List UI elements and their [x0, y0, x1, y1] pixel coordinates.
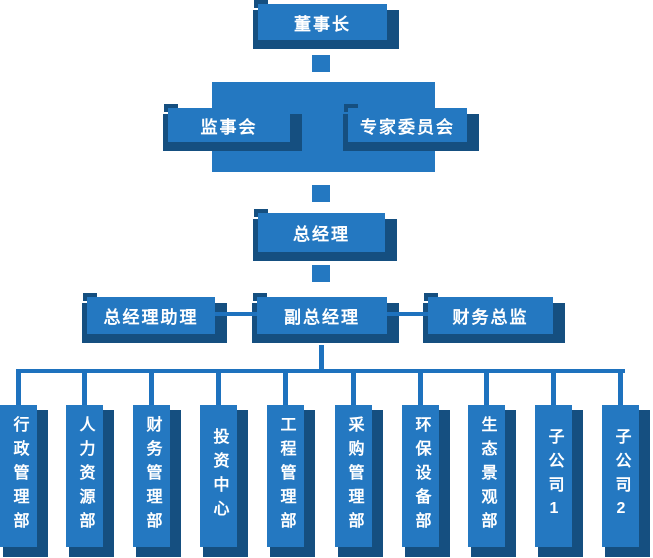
connector-drop-8	[484, 373, 489, 405]
dept-engineering-management-face: 工程管理部	[267, 405, 304, 547]
connector-drop-9	[551, 373, 556, 405]
dept-engineering-management: 工程管理部	[267, 405, 315, 557]
dept-subsidiary-1-label: 子公司1	[545, 427, 563, 525]
connector-rail	[16, 369, 625, 373]
node-general-manager-corner	[254, 209, 268, 217]
node-deputy-gm-corner	[253, 293, 267, 301]
connector-drop-1	[16, 373, 21, 405]
node-chairman: 董事长	[253, 0, 399, 49]
dept-ecological-landscape-face: 生态景观部	[468, 405, 505, 547]
dept-ecological-landscape-label: 生态景观部	[478, 416, 496, 536]
node-chairman-corner	[254, 0, 268, 8]
dept-human-resources-label: 人力资源部	[76, 416, 94, 536]
dept-ecological-landscape: 生态景观部	[468, 405, 516, 557]
node-expert-committee: 专家委员会	[343, 104, 479, 151]
connector-deputy-drop	[319, 345, 324, 373]
connector-square-3	[312, 265, 330, 282]
dept-environmental-equipment-label: 环保设备部	[412, 416, 430, 536]
dept-human-resources: 人力资源部	[66, 405, 114, 557]
connector-deputy-cfo	[387, 312, 428, 316]
dept-engineering-management-label: 工程管理部	[277, 416, 295, 536]
node-gm-assistant-corner	[83, 293, 97, 301]
dept-procurement-management-label: 采购管理部	[345, 416, 363, 536]
node-cfo-label: 财务总监	[428, 297, 553, 334]
connector-drop-6	[351, 373, 356, 405]
connector-drop-10	[618, 373, 623, 405]
node-cfo-corner	[424, 293, 438, 301]
dept-finance-management-face: 财务管理部	[133, 405, 170, 547]
node-deputy-gm: 副总经理	[252, 293, 399, 343]
node-general-manager: 总经理	[253, 209, 397, 261]
dept-procurement-management-face: 采购管理部	[335, 405, 372, 547]
dept-subsidiary-2-face: 子公司2	[602, 405, 639, 547]
dept-procurement-management: 采购管理部	[335, 405, 383, 557]
connector-square-2	[312, 185, 330, 202]
node-supervisory-board-label: 监事会	[168, 108, 290, 142]
node-expert-committee-corner	[344, 104, 358, 112]
connector-square-1	[312, 55, 330, 72]
connector-drop-4	[216, 373, 221, 405]
connector-drop-5	[283, 373, 288, 405]
dept-finance-management: 财务管理部	[133, 405, 181, 557]
connector-assistant-deputy	[215, 312, 257, 316]
node-deputy-gm-label: 副总经理	[257, 297, 387, 334]
connector-drop-2	[82, 373, 87, 405]
dept-investment-center-face: 投资中心	[200, 405, 237, 547]
dept-admin-management-face: 行政管理部	[0, 405, 37, 547]
node-supervisory-board: 监事会	[163, 104, 302, 151]
dept-admin-management: 行政管理部	[0, 405, 48, 557]
node-gm-assistant-label: 总经理助理	[87, 297, 215, 334]
node-cfo: 财务总监	[423, 293, 565, 343]
node-supervisory-board-corner	[164, 104, 178, 112]
dept-environmental-equipment-face: 环保设备部	[402, 405, 439, 547]
dept-subsidiary-2-label: 子公司2	[612, 427, 630, 525]
connector-drop-3	[149, 373, 154, 405]
dept-investment-center-label: 投资中心	[210, 428, 228, 524]
dept-subsidiary-2: 子公司2	[602, 405, 650, 557]
node-general-manager-label: 总经理	[258, 213, 385, 252]
dept-human-resources-face: 人力资源部	[66, 405, 103, 547]
dept-subsidiary-1: 子公司1	[535, 405, 583, 557]
connector-drop-7	[418, 373, 423, 405]
dept-environmental-equipment: 环保设备部	[402, 405, 450, 557]
node-gm-assistant: 总经理助理	[82, 293, 227, 343]
node-expert-committee-label: 专家委员会	[348, 108, 467, 142]
dept-investment-center: 投资中心	[200, 405, 248, 557]
dept-finance-management-label: 财务管理部	[143, 416, 161, 536]
dept-admin-management-label: 行政管理部	[10, 416, 28, 536]
dept-subsidiary-1-face: 子公司1	[535, 405, 572, 547]
node-chairman-label: 董事长	[258, 4, 387, 40]
